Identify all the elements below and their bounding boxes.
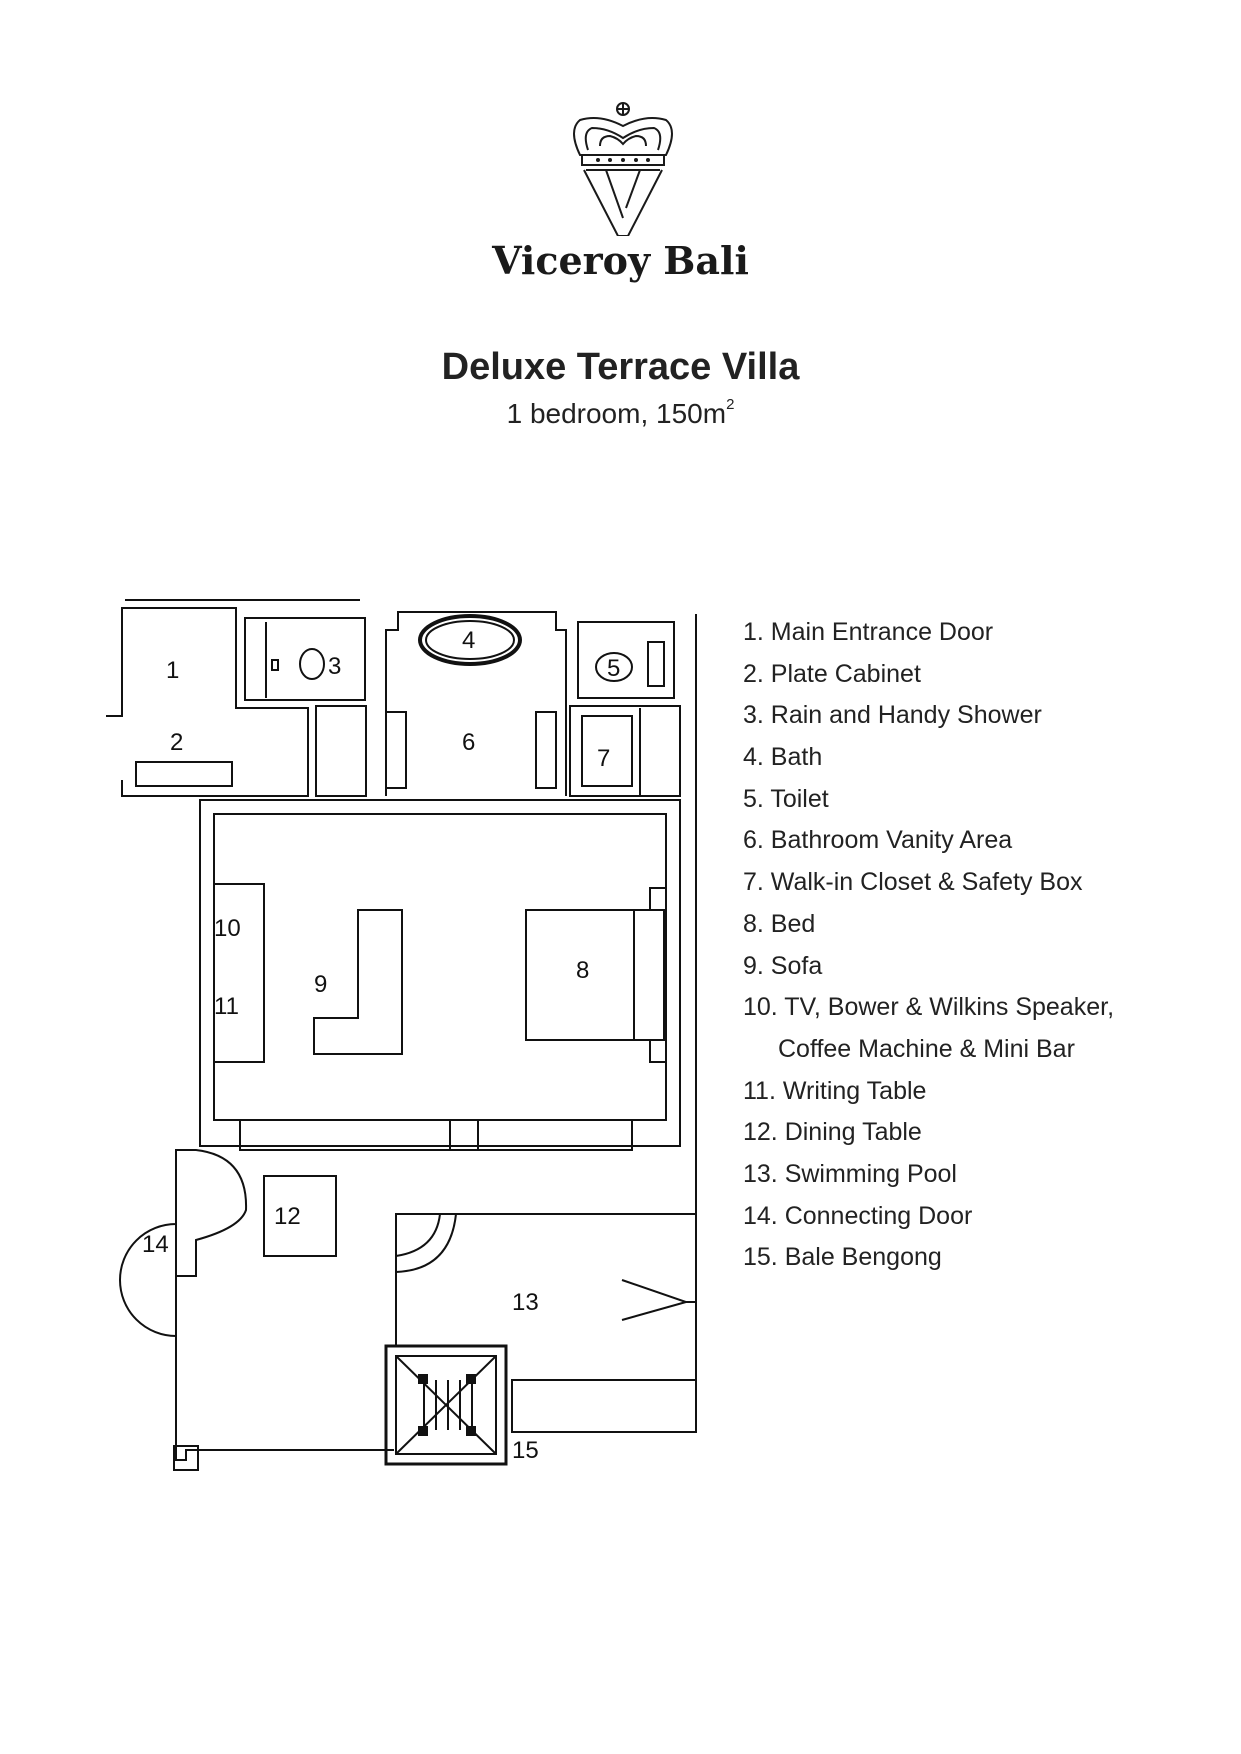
plan-label-7: 7 (597, 745, 610, 772)
brand-name: Viceroy Bali (492, 238, 749, 283)
bedroom-inner (213, 813, 667, 1121)
dining-table (263, 1175, 337, 1257)
plate-cabinet (135, 761, 233, 787)
terrace-post (173, 1445, 199, 1471)
plan-label-1: 1 (166, 657, 179, 684)
pool-edge-bottom (511, 1379, 697, 1433)
toilet-bowl (595, 652, 633, 682)
page-title: Deluxe Terrace Villa (441, 346, 800, 388)
closet-room (569, 705, 681, 797)
legend-item: 5. Toilet (743, 784, 829, 813)
legend-item: 9. Sofa (743, 951, 823, 980)
subtitle-text: 1 bedroom, 150m (506, 398, 727, 429)
shower-head (299, 648, 325, 680)
shower-tap (271, 659, 279, 671)
plan-label-12: 12 (274, 1203, 301, 1230)
subtitle-superscript: 2 (726, 396, 735, 413)
plan-label-4: 4 (462, 627, 475, 654)
pool-chair (621, 1279, 696, 1321)
safety-box (581, 715, 633, 787)
legend-item: 11. Writing Table (743, 1076, 927, 1105)
legend-item: 13. Swimming Pool (743, 1159, 957, 1188)
plan-label-5: 5 (607, 655, 620, 682)
vanity-right (535, 711, 557, 789)
bed-headboard (633, 909, 665, 1041)
tv-cabinet (213, 883, 265, 1063)
shower-room (244, 617, 366, 701)
legend: 1. Main Entrance Door 2. Plate Cabinet 3… (743, 612, 1114, 1279)
terrace-door-frame (239, 1119, 633, 1151)
connecting-door-swing (119, 1149, 248, 1338)
plan-label-2: 2 (170, 729, 183, 756)
page-subtitle: 1 bedroom, 150m2 (0, 396, 1241, 430)
bed-side-bottom (649, 1039, 667, 1063)
entrance-wall (106, 607, 309, 797)
bedroom-outer (199, 799, 681, 1147)
legend-item: 3. Rain and Handy Shower (743, 701, 1042, 730)
legend-item-continued: Coffee Machine & Mini Bar (778, 1034, 1075, 1063)
bale-bengong-outer (384, 1344, 508, 1466)
bale-bengong-inner (395, 1355, 497, 1455)
plan-label-14: 14 (142, 1231, 169, 1258)
plan-label-9: 9 (314, 971, 327, 998)
legend-item: 4. Bath (743, 743, 823, 772)
plan-label-15: 15 (512, 1437, 539, 1464)
plan-label-6: 6 (462, 729, 475, 756)
plan-label-10: 10 (214, 915, 241, 942)
vanity-door-left (315, 705, 367, 797)
bed-side-top (649, 887, 667, 911)
bale-bengong-posts (418, 1374, 476, 1436)
legend-item: 12. Dining Table (743, 1118, 922, 1147)
legend-item: 8. Bed (743, 909, 816, 938)
plan-label-3: 3 (328, 653, 341, 680)
pool-steps (395, 1213, 457, 1273)
sofa (313, 909, 403, 1055)
bath-tub-outer (418, 614, 522, 666)
terrace-wall (175, 1150, 394, 1461)
legend-item: 7. Walk-in Closet & Safety Box (743, 868, 1083, 897)
plan-label-8: 8 (576, 957, 589, 984)
vanity-left (385, 711, 407, 789)
crown-v-icon (573, 102, 673, 236)
legend-item: 6. Bathroom Vanity Area (743, 826, 1013, 855)
bale-bengong-slats (423, 1380, 473, 1430)
legend-item: 14. Connecting Door (743, 1201, 973, 1230)
toilet-tank (647, 641, 665, 687)
plan-label-11: 11 (214, 993, 239, 1020)
plan-label-13: 13 (512, 1289, 539, 1316)
legend-item: 1. Main Entrance Door (743, 618, 994, 646)
legend-item: 2. Plate Cabinet (743, 659, 921, 688)
legend-item: 15. Bale Bengong (743, 1243, 942, 1272)
pool-edge (395, 1213, 696, 1346)
toilet-room (577, 621, 675, 699)
legend-item: 10. TV, Bower & Wilkins Speaker, (743, 993, 1115, 1022)
bath-tub-inner (425, 620, 515, 660)
bath-wall (385, 611, 567, 796)
